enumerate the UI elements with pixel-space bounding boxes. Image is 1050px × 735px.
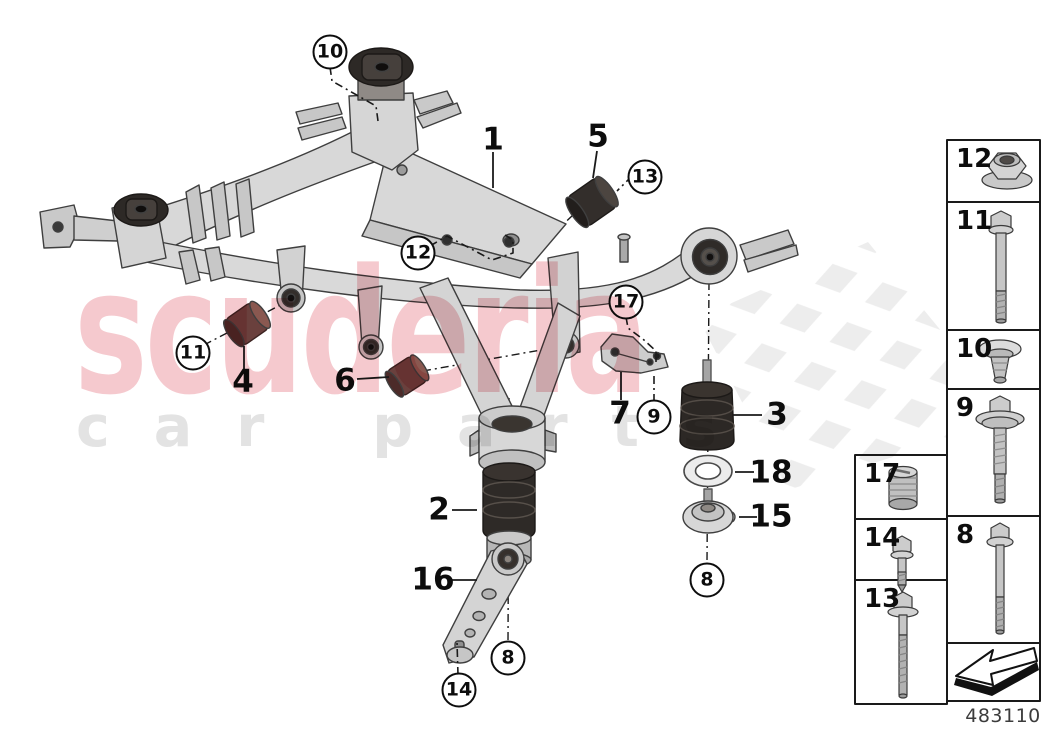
callout-15[interactable]: 15 (749, 498, 793, 535)
bracket-arm-16 (442, 542, 528, 664)
subframe-upper-tube (149, 131, 381, 255)
subframe-left-ear (39, 204, 119, 249)
callout-8-circled[interactable]: 8 (689, 562, 725, 598)
front-mount-tower (348, 47, 462, 171)
callout-17-circled[interactable]: 17 (608, 284, 644, 320)
callout-11-circled[interactable]: 11 (175, 335, 211, 371)
long-washer-bolt-icon (887, 591, 919, 699)
sidebar-cell-number-11[interactable]: 11 (956, 206, 993, 236)
callout-1[interactable]: 1 (482, 121, 504, 158)
callout-4[interactable]: 4 (232, 363, 254, 400)
sidebar-cell-number-12[interactable]: 12 (956, 144, 993, 174)
sidebar-cell-number-9[interactable]: 9 (956, 393, 975, 423)
subframe-left-mount (111, 193, 169, 269)
bushing-3-stack (679, 359, 736, 534)
callout-2[interactable]: 2 (428, 491, 450, 528)
subframe-plate (361, 142, 567, 279)
center-mount (469, 405, 557, 475)
callout-10-circled[interactable]: 10 (312, 34, 348, 70)
callout-6[interactable]: 6 (334, 362, 356, 399)
mounting-flange-fins (178, 102, 347, 285)
short-flange-bolt-icon (890, 535, 914, 593)
callout-3[interactable]: 3 (766, 396, 788, 433)
flange-bolt-icon (986, 522, 1014, 635)
cap-15 (682, 488, 736, 534)
bushing-5 (565, 175, 619, 229)
callout-18[interactable]: 18 (749, 454, 793, 491)
long-bolt-icon (988, 210, 1014, 324)
bushing-6 (384, 354, 430, 398)
sidebar-cell-number-10[interactable]: 10 (956, 334, 993, 364)
callout-16[interactable]: 16 (411, 561, 455, 598)
sidebar-cell-number-14[interactable]: 14 (864, 523, 901, 553)
drawing-number: 483110 (965, 705, 1041, 727)
continuation-arrow-icon (954, 647, 1039, 696)
washer-bolt-icon (975, 395, 1025, 504)
callout-12-circled[interactable]: 12 (400, 235, 436, 271)
callout-5[interactable]: 5 (587, 118, 609, 155)
callout-13-circled[interactable]: 13 (627, 159, 663, 195)
bracket-7 (600, 333, 669, 374)
sidebar-cell-number-13[interactable]: 13 (864, 584, 901, 614)
callout-8-circled[interactable]: 8 (490, 640, 526, 676)
sidebar-cell-number-8[interactable]: 8 (956, 520, 975, 550)
callout-7[interactable]: 7 (609, 395, 631, 432)
callout-9-circled[interactable]: 9 (636, 399, 672, 435)
callout-14-circled[interactable]: 14 (441, 672, 477, 708)
flange-nut-icon (981, 152, 1033, 190)
bushing-4 (222, 300, 272, 348)
expanding-rivet-icon (978, 339, 1022, 384)
sidebar-cell-number-17[interactable]: 17 (864, 459, 901, 489)
